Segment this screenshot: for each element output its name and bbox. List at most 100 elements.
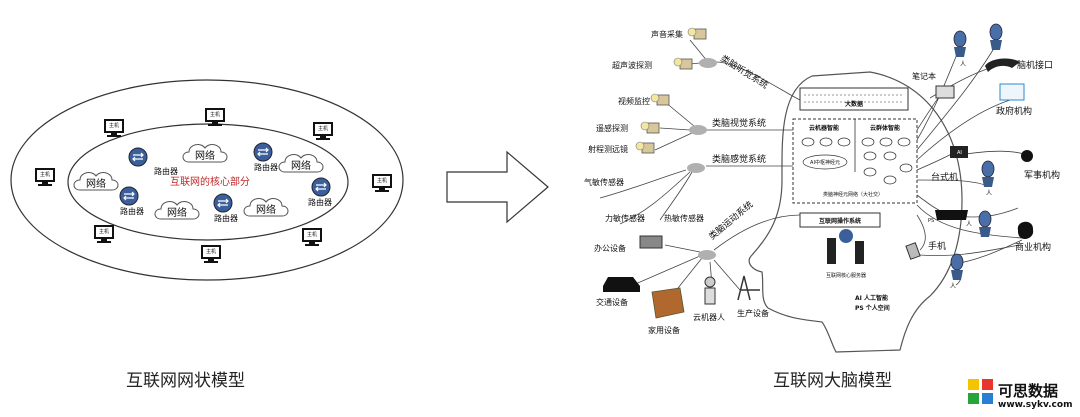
- factory-icon: [737, 275, 760, 301]
- network-label: 网络: [291, 159, 311, 172]
- brain-interface-icon: [985, 58, 1020, 72]
- force-sensor-label: 力敏传感器: [605, 213, 645, 223]
- ultrasound-icon: [673, 57, 693, 70]
- router-label: 路由器: [254, 162, 278, 172]
- big-data-label: 大数据: [845, 100, 863, 108]
- car-icon: [603, 277, 640, 292]
- router-label: 路由器: [120, 206, 144, 216]
- person-label: 人: [960, 61, 966, 68]
- desktop-icon: [950, 146, 968, 158]
- big-data-box: [799, 87, 909, 111]
- military-icon: [1021, 150, 1033, 162]
- watermark-logo: [968, 379, 993, 404]
- sound-sensor-label: 声音采集: [651, 29, 683, 39]
- sensory-system-label: 类脑感觉系统: [712, 153, 766, 165]
- server-icon: [855, 241, 864, 264]
- camera-icon: [650, 93, 670, 106]
- motor-system-label: 类脑运动系统: [706, 198, 755, 242]
- person-icon: [950, 253, 964, 281]
- legend-ps: PS 个人空间: [855, 304, 890, 312]
- rangefinder-label: 射程测远镜: [588, 144, 628, 154]
- system-node: [698, 250, 716, 260]
- home-device-label: 家用设备: [648, 325, 680, 335]
- robot-body: [704, 287, 716, 305]
- router-icon: [839, 229, 853, 243]
- person-label: 人: [950, 283, 956, 290]
- desktop-ai-tag: AI: [957, 150, 962, 156]
- heat-sensor-label: 热敏传感器: [664, 213, 704, 223]
- glasses-ps-tag: PS: [928, 218, 934, 224]
- production-device-label: 生产设备: [737, 308, 769, 318]
- host-label: 主机: [307, 231, 317, 238]
- home-device-icon: [651, 287, 685, 319]
- router-icon: [119, 186, 139, 206]
- person-icon: [981, 160, 995, 188]
- router-icon: [311, 177, 331, 197]
- brain-interface-label: 脑机接口: [1017, 59, 1053, 71]
- router-icon: [253, 142, 273, 162]
- swarm-label: 云群体智能: [870, 124, 900, 132]
- host-label: 主机: [377, 177, 387, 184]
- printer-icon: [639, 235, 663, 249]
- phone-label: 手机: [928, 240, 946, 252]
- video-label: 视频监控: [618, 96, 650, 106]
- brain-model: 大数据 云机器智能 云群体智能 AI中枢神经元 类脑神经元网络（大社交） 互联网…: [584, 23, 1060, 353]
- nerve-net-label: 类脑神经元网络（大社交）: [823, 191, 883, 198]
- connector-lines: [916, 44, 1025, 286]
- host-label: 主机: [206, 248, 216, 255]
- cloud-ai-label: 云机器智能: [809, 124, 839, 132]
- router-label: 路由器: [214, 213, 238, 223]
- remote-label: 遥感探测: [596, 123, 628, 133]
- system-node: [689, 125, 707, 135]
- ultrasound-label: 超声波探测: [612, 60, 652, 70]
- telescope-icon: [635, 141, 655, 154]
- core-server-label: 互联网核心服务器: [826, 272, 866, 279]
- host-label: 主机: [318, 125, 328, 132]
- watermark-url: www.sykv.com: [998, 400, 1073, 410]
- satellite-icon: [640, 121, 660, 134]
- host-label: 主机: [40, 171, 50, 178]
- host-label: 主机: [210, 111, 220, 118]
- mesh-model: 主机 主机 主机 主机 主机 主机 主机 主机 网络 网络 网络 网络 网络 路…: [10, 79, 404, 281]
- government-icon: [999, 83, 1025, 101]
- server-icon: [827, 238, 836, 264]
- military-label: 军事机构: [1024, 169, 1060, 181]
- router-icon: [213, 193, 233, 213]
- os-box: [799, 212, 881, 228]
- laptop-icon: [935, 85, 955, 99]
- router-icon: [128, 147, 148, 167]
- network-label: 网络: [86, 177, 106, 190]
- person-icon: [953, 30, 967, 58]
- phone-icon: [905, 242, 921, 260]
- router-label: 路由器: [308, 197, 332, 207]
- money-bag-icon: [1017, 221, 1034, 240]
- vr-glasses-icon: [935, 210, 968, 220]
- brain-model-caption: 互联网大脑模型: [773, 371, 892, 391]
- traffic-device-label: 交通设备: [596, 297, 628, 307]
- system-node: [687, 163, 705, 173]
- office-device-label: 办公设备: [594, 243, 626, 253]
- hearing-system-label: 类脑听觉系统: [718, 52, 770, 91]
- notebook-label: 笔记本: [912, 71, 936, 81]
- vision-system-label: 类脑视觉系统: [712, 117, 766, 129]
- system-node: [699, 58, 717, 68]
- person-icon: [989, 23, 1003, 51]
- gas-sensor-label: 气敏传感器: [584, 177, 624, 187]
- desktop-label: 台式机: [931, 171, 958, 183]
- mesh-model-caption: 互联网网状模型: [126, 371, 245, 391]
- network-label: 网络: [195, 149, 215, 162]
- core-label: 互联网的核心部分: [170, 175, 250, 188]
- government-label: 政府机构: [996, 105, 1032, 117]
- microphone-icon: [687, 27, 707, 40]
- person-label: 人: [966, 221, 972, 228]
- watermark-brand: 可思数据: [998, 382, 1059, 400]
- host-label: 主机: [99, 228, 109, 235]
- ai-center-label: AI中枢神经元: [810, 159, 840, 166]
- transition-arrow: [446, 150, 549, 224]
- robot-label: 云机器人: [693, 312, 725, 322]
- host-label: 主机: [109, 122, 119, 129]
- person-label: 人: [986, 190, 992, 197]
- network-label: 网络: [167, 206, 187, 219]
- robot-icon: [704, 276, 716, 288]
